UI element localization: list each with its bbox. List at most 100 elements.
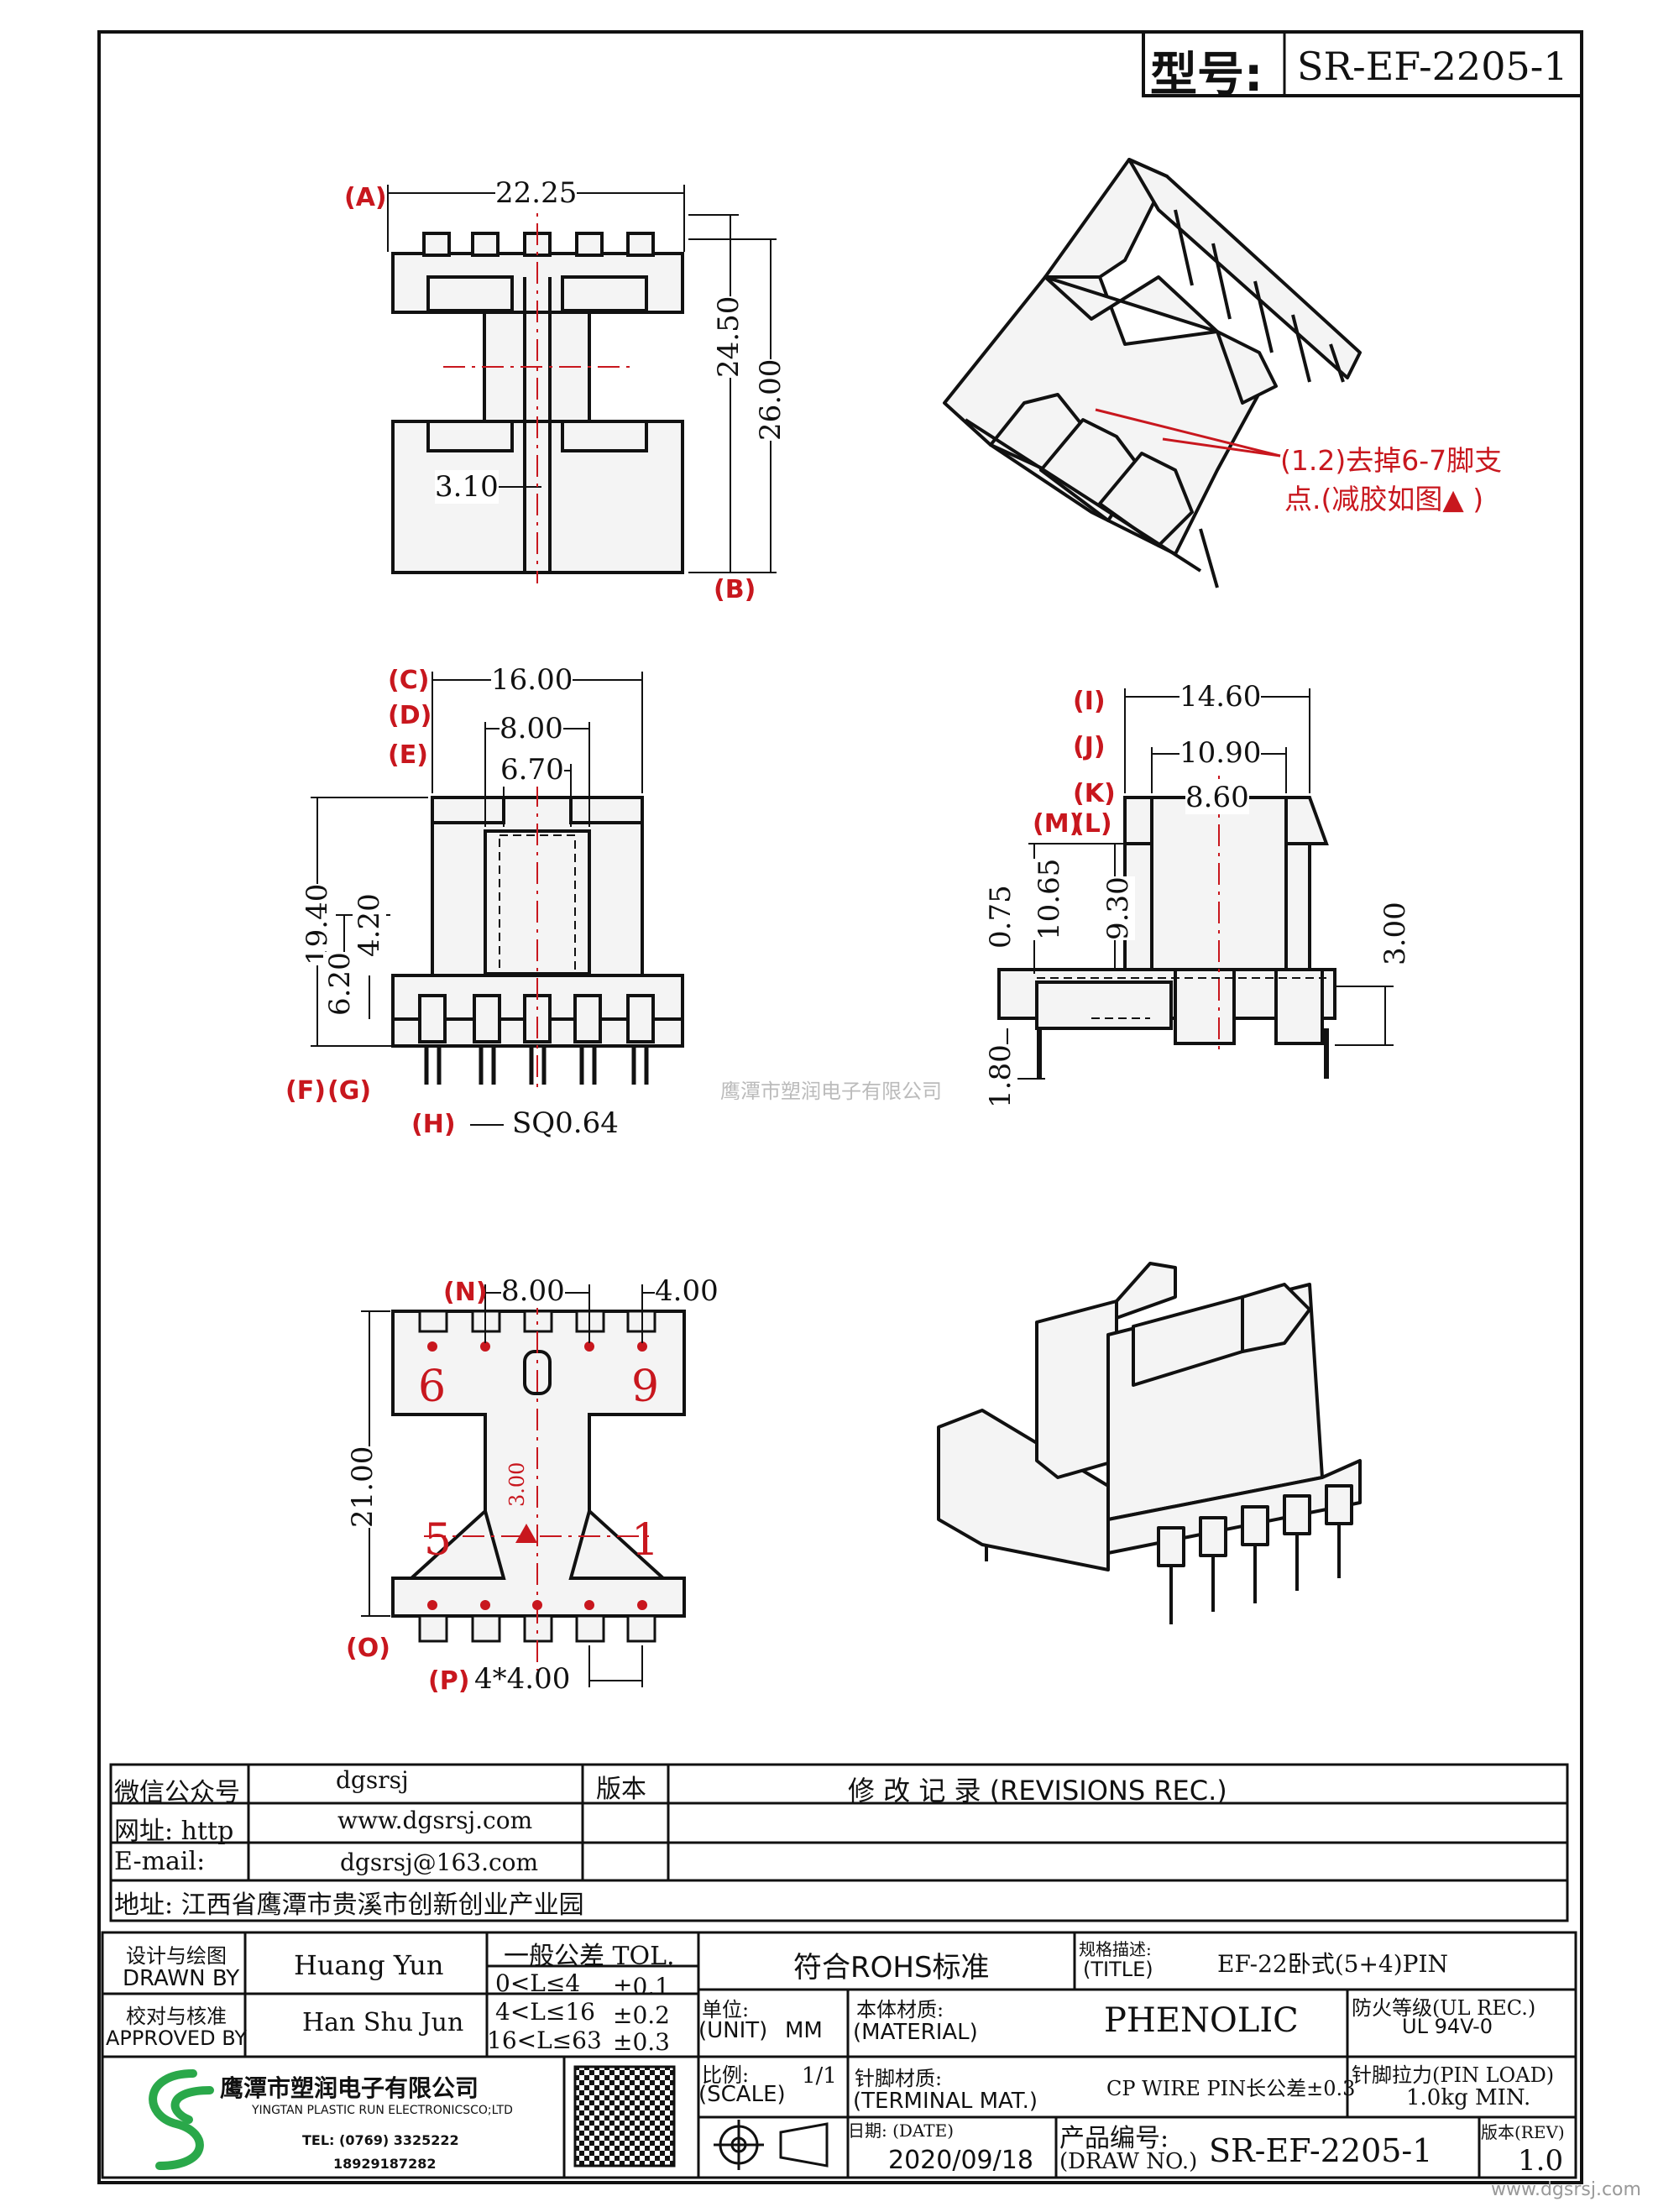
model-label: 型号: [1150, 48, 1263, 102]
spec-table-grid [101, 1931, 1577, 2179]
web-value: www.dgsrsj.com [337, 1807, 533, 1834]
terminal-en: (TERMINAL MAT.) [853, 2089, 1038, 2114]
tol1-val: ±0.1 [613, 1973, 670, 2000]
dim-top-small: 3.10 [435, 470, 499, 504]
material-cn: 本体材质: [856, 1998, 944, 2021]
iso-view-bottom [937, 1262, 1362, 1571]
model-box [1142, 30, 1583, 97]
fire-cn: 防火等级(UL REC.) [1352, 1996, 1536, 2020]
dim-front-pin: SQ0.64 [512, 1106, 619, 1140]
unit-cn: 单位: [702, 1998, 750, 2021]
rev-value: 1.0 [1518, 2144, 1564, 2178]
company-cn: 鹰潭市塑润电子有限公司 [220, 2074, 479, 2102]
unit-value: MM [785, 2018, 823, 2043]
fire-value: UL 94V-0 [1402, 2015, 1493, 2038]
dim-side-h1: 0.75 [984, 885, 1017, 949]
pin-number-6: 6 [418, 1362, 447, 1412]
scale-cn: 比例: [702, 2063, 750, 2087]
sheet-border [97, 30, 1583, 2184]
label-f: (F) [285, 1076, 326, 1106]
scale-value: 1/1 [802, 2063, 837, 2089]
title-value: EF-22卧式(5+4)PIN [1217, 1950, 1449, 1978]
iso-view-bottom-pins [985, 1524, 1341, 1624]
dim-side-h4: 3.00 [1378, 902, 1412, 965]
dim-side-w2: 10.90 [1179, 736, 1262, 770]
wechat-label: 微信公众号 [114, 1778, 240, 1807]
dim-front-w1: 16.00 [491, 663, 573, 697]
dim-side-h5: 1.80 [984, 1044, 1017, 1108]
approved-en: APPROVED BY [106, 2026, 248, 2050]
approved-name: Han Shu Jun [302, 2008, 464, 2037]
material-en: (MATERIAL) [853, 2020, 978, 2045]
address: 地址: 江西省鹰潭市贵溪市创新创业产业园 [114, 1890, 584, 1920]
rohs: 符合ROHS标准 [793, 1951, 990, 1985]
email-value: dgsrsj@163.com [340, 1849, 539, 1876]
note-line2: 点.(减胶如图▲ ) [1284, 483, 1484, 515]
revisions-title: 修 改 记 录 (REVISIONS REC.) [848, 1775, 1227, 1807]
label-o: (O) [346, 1634, 390, 1663]
pin-number-9: 9 [631, 1362, 660, 1412]
material-value: PHENOLIC [1104, 2001, 1299, 2040]
dim-front-h3: 6.20 [323, 952, 357, 1016]
drawn-cn: 设计与绘图 [126, 1944, 227, 1968]
note-line1: (1.2)去掉6-7脚支 [1280, 444, 1503, 477]
label-c: (C) [388, 666, 430, 695]
pinload-cn: 针脚拉力(PIN LOAD) [1352, 2063, 1555, 2087]
title-en: (TITLE) [1083, 1958, 1153, 1981]
tol3-range: 16<L≤63 [487, 2026, 602, 2054]
dim-side-h3: 9.30 [1101, 876, 1135, 940]
dim-top-h1: 24.50 [712, 295, 745, 378]
dim-top-h2: 26.00 [754, 358, 787, 441]
dim-top-width: 22.25 [495, 176, 578, 210]
label-i: (I) [1073, 687, 1106, 716]
label-e: (E) [388, 740, 428, 770]
dim-front-w3: 6.70 [500, 753, 564, 787]
bottom-view [391, 1310, 686, 1618]
iso-view-top-pins [1174, 209, 1345, 383]
note-leaders [1095, 408, 1281, 458]
company-en: YINGTAN PLASTIC RUN ELECTRONICSCO;LTD [252, 2104, 513, 2117]
web-label: 网址: http [114, 1817, 234, 1846]
label-k: (K) [1073, 779, 1116, 808]
tol-title: 一般公差 TOL. [504, 1942, 675, 1971]
label-m: (M) [1033, 809, 1081, 839]
drawn-en: DRAWN BY [123, 1966, 240, 1991]
dim-bottom-h1: 21.00 [346, 1446, 379, 1528]
title-cn: 规格描述: [1079, 1939, 1152, 1959]
tol3-val: ±0.3 [613, 2028, 670, 2056]
top-view [391, 232, 684, 574]
rev-label: 版本(REV) [1481, 2122, 1565, 2142]
dim-side-h2: 10.65 [1033, 858, 1066, 940]
pinload-value: 1.0kg MIN. [1406, 2085, 1531, 2110]
dim-bottom-h2: 3.00 [505, 1462, 529, 1507]
label-a: (A) [344, 183, 387, 212]
projection-symbol [714, 2120, 829, 2170]
label-p: (P) [428, 1666, 470, 1696]
approved-cn: 校对与核准 [126, 2005, 227, 2028]
label-j: (J) [1073, 732, 1106, 761]
label-b: (B) [714, 575, 756, 604]
drawno-en: (DRAW NO.) [1059, 2149, 1198, 2174]
label-n: (N) [443, 1278, 488, 1307]
email-label: E-mail: [114, 1847, 206, 1876]
tol2-val: ±0.2 [613, 2001, 670, 2029]
dim-bottom-w2: 4.00 [655, 1274, 719, 1308]
company-logo [149, 2069, 214, 2170]
tel: TEL: (0769) 3325222 [302, 2132, 459, 2148]
terminal-value: CP WIRE PIN长公差±0.3 [1106, 2077, 1356, 2100]
bottom-view-pin-dots [427, 1341, 647, 1610]
label-g: (G) [327, 1076, 372, 1106]
dim-bottom-pitch: 4*4.00 [474, 1662, 571, 1696]
date-label: 日期: (DATE) [848, 2120, 955, 2141]
drawno-cn: 产品编号: [1059, 2124, 1169, 2153]
info-table-grid [109, 1763, 1569, 1922]
qr-code [573, 2065, 676, 2168]
pin-number-5: 5 [424, 1515, 452, 1566]
wechat-value: dgsrsj [336, 1766, 409, 1794]
pin-number-1: 1 [631, 1515, 660, 1566]
scale-en: (SCALE) [698, 2082, 786, 2107]
dim-front-h2: 4.20 [353, 893, 386, 957]
watermark: 鹰潭市塑润电子有限公司 [720, 1080, 942, 1103]
label-l: (L) [1073, 809, 1112, 839]
